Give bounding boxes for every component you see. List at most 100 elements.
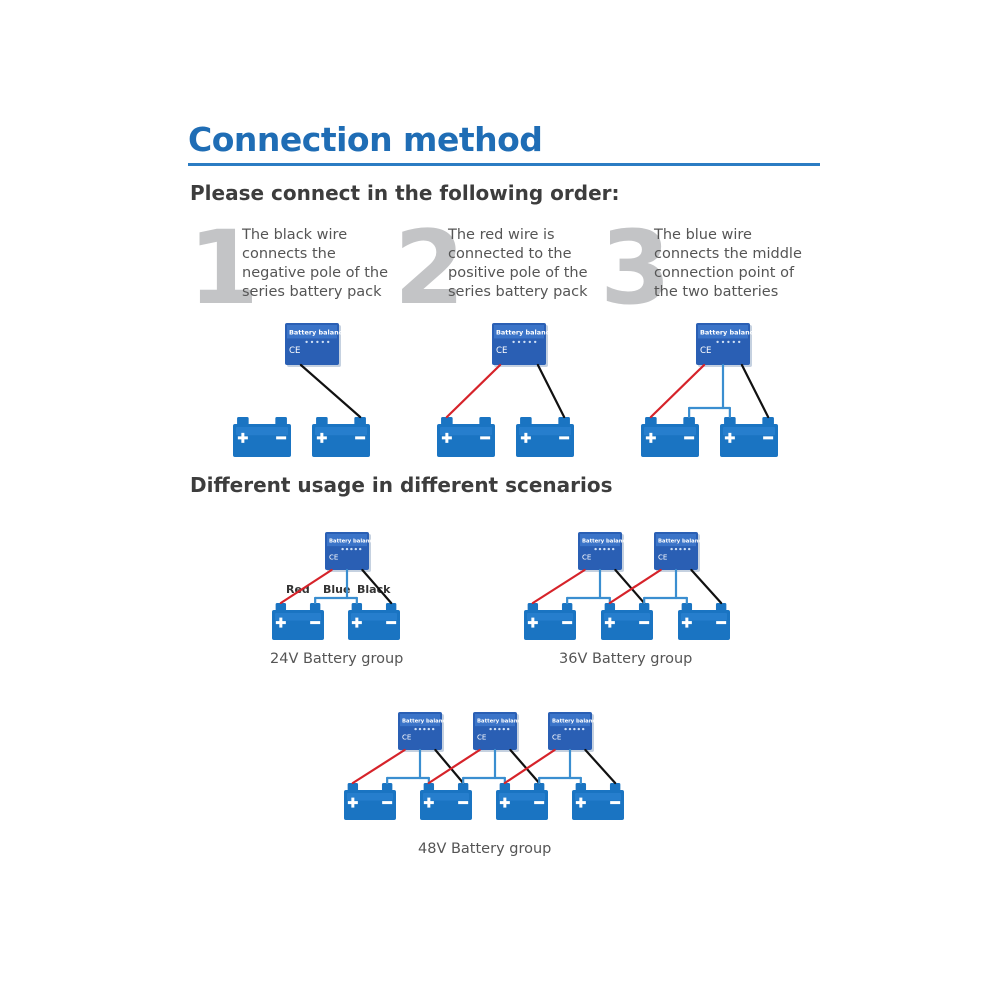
red-wire bbox=[279, 568, 333, 605]
red-wire bbox=[351, 748, 406, 785]
battery bbox=[641, 417, 699, 457]
battery bbox=[312, 417, 370, 457]
battery bbox=[233, 417, 291, 457]
minus-sign bbox=[382, 801, 393, 805]
indicator-dot bbox=[523, 340, 526, 344]
battery-highlight bbox=[644, 427, 696, 436]
battery-terminal bbox=[558, 417, 570, 425]
indicator-dot bbox=[341, 547, 344, 551]
indicator-dot bbox=[721, 340, 725, 344]
minus-sign bbox=[562, 621, 573, 625]
minus-sign bbox=[355, 436, 366, 440]
battery-terminal bbox=[309, 603, 321, 611]
step-text: The red wire is connected to the positiv… bbox=[448, 227, 588, 300]
battery-highlight bbox=[575, 793, 621, 801]
ce-mark: CE bbox=[582, 552, 591, 561]
battery-highlight bbox=[275, 613, 321, 621]
red-wire bbox=[608, 568, 662, 605]
battery-highlight bbox=[527, 613, 573, 621]
indicator-dot bbox=[507, 727, 510, 731]
title-divider bbox=[188, 163, 820, 166]
ce-mark: CE bbox=[329, 552, 338, 561]
step-number: 3 bbox=[600, 209, 671, 328]
indicator-dot bbox=[528, 340, 531, 344]
indicator-dot bbox=[582, 727, 585, 731]
red-wire bbox=[531, 568, 586, 605]
battery-terminal bbox=[604, 603, 616, 611]
battery-highlight bbox=[681, 613, 727, 621]
indicator-dot bbox=[598, 547, 602, 551]
indicator-dot bbox=[534, 340, 537, 344]
battery-terminal bbox=[724, 417, 736, 425]
ce-mark: CE bbox=[289, 346, 300, 356]
blue-wire-label: Blue bbox=[323, 583, 351, 596]
battery-terminal bbox=[715, 603, 727, 611]
plus-sign-v bbox=[241, 432, 245, 443]
battery-terminal bbox=[575, 783, 587, 791]
indicator-dot bbox=[359, 547, 362, 551]
battery-highlight bbox=[423, 793, 469, 801]
group-label-48v: 48V Battery group bbox=[418, 841, 552, 857]
indicator-dot bbox=[493, 727, 497, 731]
minus-sign bbox=[386, 621, 397, 625]
minus-sign bbox=[639, 621, 650, 625]
ce-mark: CE bbox=[552, 732, 561, 741]
balancer-label: Battery balancer bbox=[289, 328, 351, 336]
plus-sign-v bbox=[531, 617, 535, 628]
black-wire bbox=[584, 748, 617, 785]
battery-terminal bbox=[441, 417, 453, 425]
indicator-dot bbox=[568, 727, 572, 731]
indicator-dot bbox=[498, 727, 501, 731]
battery-terminal bbox=[638, 603, 650, 611]
indicator-dot bbox=[502, 727, 505, 731]
indicator-dot bbox=[512, 340, 515, 344]
balancer-top bbox=[494, 325, 544, 339]
battery bbox=[524, 603, 576, 640]
black-wire bbox=[614, 568, 646, 605]
indicator-dot bbox=[305, 340, 308, 344]
battery-highlight bbox=[236, 427, 288, 436]
indicator-dot bbox=[321, 340, 324, 344]
minus-sign bbox=[763, 436, 774, 440]
battery bbox=[437, 417, 495, 457]
indicator-dot bbox=[316, 340, 319, 344]
page-title: Connection method bbox=[188, 120, 543, 159]
ce-mark: CE bbox=[700, 346, 711, 356]
balancer-label: Battery balancer bbox=[402, 718, 452, 724]
plus-sign-v bbox=[427, 797, 431, 808]
black-wire bbox=[690, 568, 723, 605]
balancer-label: Battery balancer bbox=[477, 718, 527, 724]
battery-terminal bbox=[347, 783, 359, 791]
balancer-top bbox=[475, 714, 515, 727]
indicator-dot bbox=[418, 727, 422, 731]
battery-highlight bbox=[315, 427, 367, 436]
battery-highlight bbox=[351, 613, 397, 621]
black-wire bbox=[299, 363, 362, 419]
battery-terminal bbox=[237, 417, 249, 425]
battery-terminal bbox=[275, 603, 287, 611]
indicator-dot bbox=[427, 727, 430, 731]
minus-sign bbox=[480, 436, 491, 440]
balancer-label: Battery balancer bbox=[329, 538, 379, 544]
indicator-dot bbox=[414, 727, 417, 731]
minus-sign bbox=[310, 621, 321, 625]
balancer-top bbox=[327, 534, 367, 547]
indicator-dot bbox=[670, 547, 673, 551]
battery-highlight bbox=[519, 427, 571, 436]
red-wire-label: Red bbox=[286, 583, 310, 596]
step-2: 2 The red wire is connected to the posit… bbox=[394, 218, 599, 324]
group-label-36v: 36V Battery group bbox=[559, 651, 693, 667]
balancer-top bbox=[287, 325, 337, 339]
battery-terminal bbox=[381, 783, 393, 791]
red-wire bbox=[427, 748, 481, 785]
minus-sign bbox=[276, 436, 287, 440]
indicator-dot bbox=[310, 340, 314, 344]
order-heading: Please connect in the following order: bbox=[190, 181, 620, 205]
battery-highlight bbox=[440, 427, 492, 436]
